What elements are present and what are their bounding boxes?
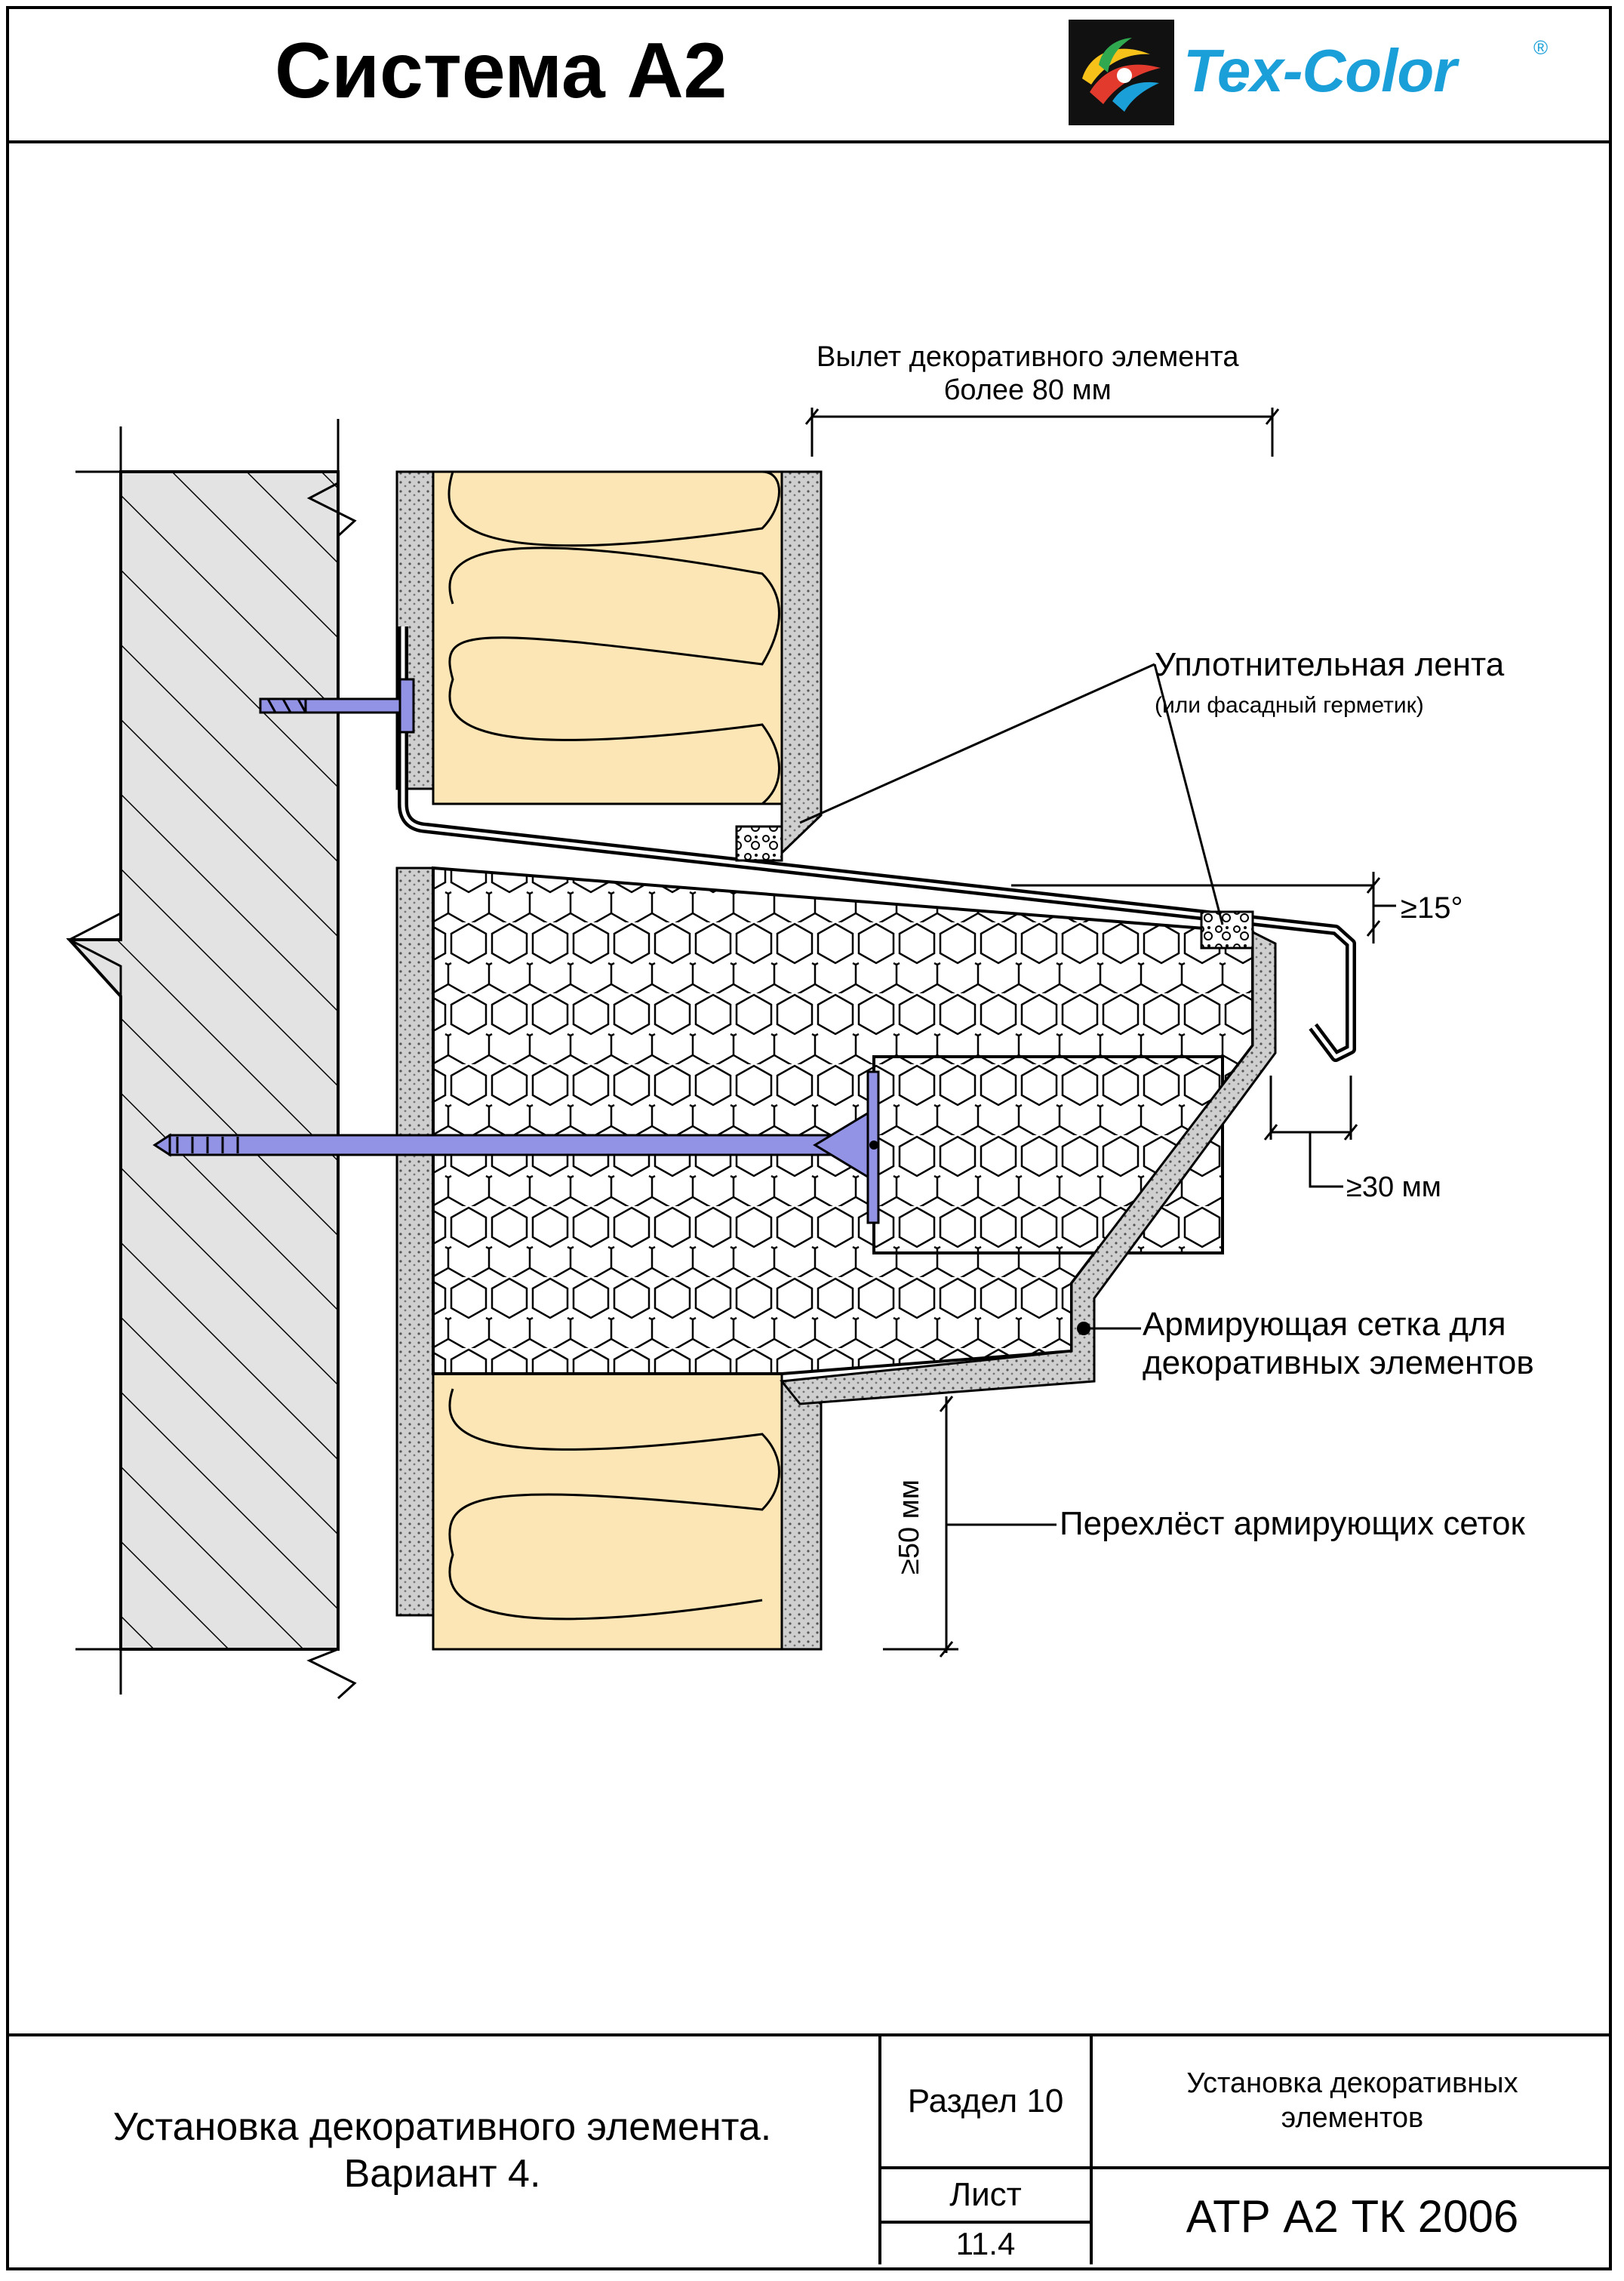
section-title-cell: Установка декоративных элементов bbox=[1093, 2033, 1612, 2169]
flashing-anchor bbox=[259, 678, 415, 734]
mineral-wool-upper bbox=[432, 470, 783, 805]
title-bar: Система А2 Tex-Color ® bbox=[9, 9, 1609, 143]
cornice-insert-block bbox=[872, 1055, 1224, 1254]
overlap-dimension bbox=[883, 1396, 1057, 1658]
mesh-label: Армирующая сетка для декоративных элемен… bbox=[1143, 1306, 1534, 1381]
sealing-tape-note: (или фасадный герметик) bbox=[1155, 693, 1424, 718]
reinforcing-mesh-layer bbox=[780, 930, 1277, 1405]
section-cell: Раздел 10 bbox=[881, 2033, 1093, 2169]
cornice-anchor bbox=[152, 1070, 880, 1224]
concrete-wall bbox=[66, 419, 357, 1700]
overlap-dim-label: ≥50 мм bbox=[894, 1479, 925, 1575]
mesh-leader bbox=[1077, 1322, 1141, 1335]
sheet-label-cell: Лист bbox=[881, 2169, 1093, 2224]
projection-label: Вылет декоративного элемента более 80 мм bbox=[817, 341, 1239, 406]
overlap-label: Перехлёст армирующих сеток bbox=[1060, 1505, 1525, 1542]
sealing-tape-leader-lower bbox=[1153, 663, 1224, 925]
sheet-number-cell: 11.4 bbox=[881, 2224, 1093, 2264]
sealing-tape-leader-upper bbox=[799, 663, 1155, 824]
render-lower bbox=[780, 1379, 823, 1651]
logo-emblem-icon bbox=[1069, 20, 1174, 125]
logo-wordmark: Tex-Color bbox=[1183, 37, 1456, 104]
section-title-text: Установка декоративных элементов bbox=[1186, 2067, 1518, 2134]
drip-label: ≥30 мм bbox=[1346, 1171, 1441, 1203]
drip-dimension bbox=[1263, 1076, 1358, 1188]
system-title: Система А2 bbox=[275, 27, 727, 115]
sealing-tape-label: Уплотнительная лента bbox=[1155, 646, 1505, 683]
sealing-tape-upper bbox=[735, 825, 783, 862]
section-text: Раздел 10 bbox=[907, 2082, 1064, 2119]
tex-color-logo: Tex-Color ® bbox=[1069, 20, 1552, 125]
sheet-label-text: Лист bbox=[949, 2175, 1022, 2213]
doc-code-text: АТР А2 ТК 2006 bbox=[1186, 2191, 1519, 2242]
mineral-wool-lower bbox=[432, 1372, 783, 1651]
cornice-detail-svg bbox=[66, 408, 1396, 1700]
drawing-sheet: Система А2 Tex-Color ® bbox=[6, 6, 1612, 2270]
description-cell: Установка декоративного элемента. Вариан… bbox=[6, 2033, 881, 2264]
description-text: Установка декоративного элемента. Вариан… bbox=[112, 2104, 772, 2196]
slope-label: ≥15° bbox=[1401, 891, 1463, 925]
registered-mark: ® bbox=[1533, 36, 1549, 59]
projection-dimension bbox=[804, 408, 1280, 457]
title-block: Установка декоративного элемента. Вариан… bbox=[6, 2033, 1612, 2264]
section-drawing: Вылет декоративного элемента более 80 мм… bbox=[66, 341, 1534, 1700]
sealing-tape-lower bbox=[1200, 910, 1254, 950]
sheet-number-text: 11.4 bbox=[955, 2225, 1016, 2261]
render-upper bbox=[780, 470, 823, 856]
slope-dimension bbox=[1011, 872, 1396, 943]
doc-code-cell: АТР А2 ТК 2006 bbox=[1093, 2169, 1612, 2264]
adhesive-layer-lower bbox=[395, 867, 435, 1617]
